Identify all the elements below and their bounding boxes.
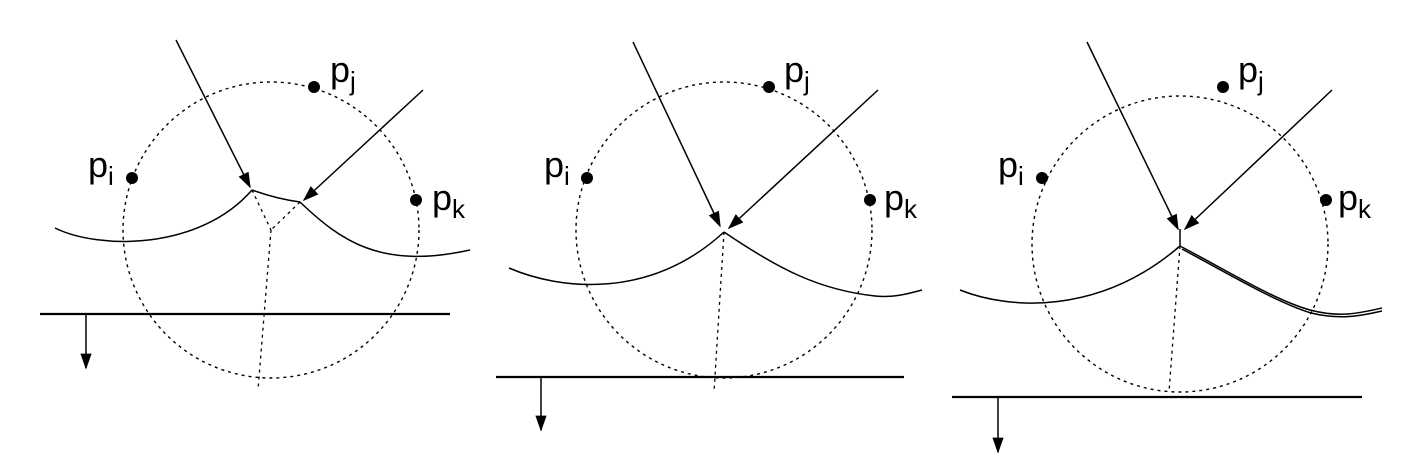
breakpoint-arrow-left [1086, 41, 1179, 231]
beachline-arc-right [1179, 245, 1383, 315]
label-pk: pk [884, 177, 918, 224]
label-pj: pj [784, 49, 810, 96]
empty-circle [122, 81, 420, 379]
label-pj: pj [1238, 49, 1264, 96]
beachline-arc-right [723, 231, 923, 298]
site-pk [864, 194, 876, 206]
site-pi [126, 172, 138, 184]
dotted-bisector-left [251, 189, 272, 231]
beachline-arc-middle [251, 189, 301, 203]
beachline-arc-right-inner [1181, 248, 1383, 318]
dotted-bisector-down [713, 231, 725, 393]
label-pk: pk [432, 177, 466, 224]
breakpoint-arrow-right [727, 89, 879, 230]
breakpoint-arrow-left [632, 41, 721, 228]
site-pk [1320, 194, 1332, 206]
site-pj [1217, 81, 1229, 93]
dotted-bisector-down [1168, 245, 1181, 393]
dotted-bisector-down [257, 229, 272, 391]
beachline-arc-right [299, 201, 471, 258]
site-pk [410, 194, 422, 206]
site-pj [763, 81, 775, 93]
beachline-arc-left [959, 245, 1181, 304]
empty-circle [575, 81, 873, 379]
label-pi: pi [998, 144, 1024, 191]
panel-3: pi pj pk [952, 41, 1383, 454]
label-pk: pk [1338, 177, 1372, 224]
beachline-arc-left [54, 189, 253, 243]
empty-circle [1031, 95, 1329, 393]
breakpoint-arrow-right [302, 89, 424, 202]
dotted-bisector-right [270, 201, 301, 231]
breakpoint-arrow-left [175, 39, 251, 189]
site-pi [581, 172, 593, 184]
panel-1: pi pj pk [40, 39, 471, 391]
panel-2: pi pj pk [496, 41, 923, 432]
beachline-arc-left [508, 231, 725, 286]
site-pj [308, 81, 320, 93]
label-pi: pi [88, 144, 114, 191]
breakpoint-arrow-right [1183, 89, 1333, 231]
label-pj: pj [330, 49, 356, 96]
site-pi [1036, 172, 1048, 184]
label-pi: pi [544, 144, 570, 191]
